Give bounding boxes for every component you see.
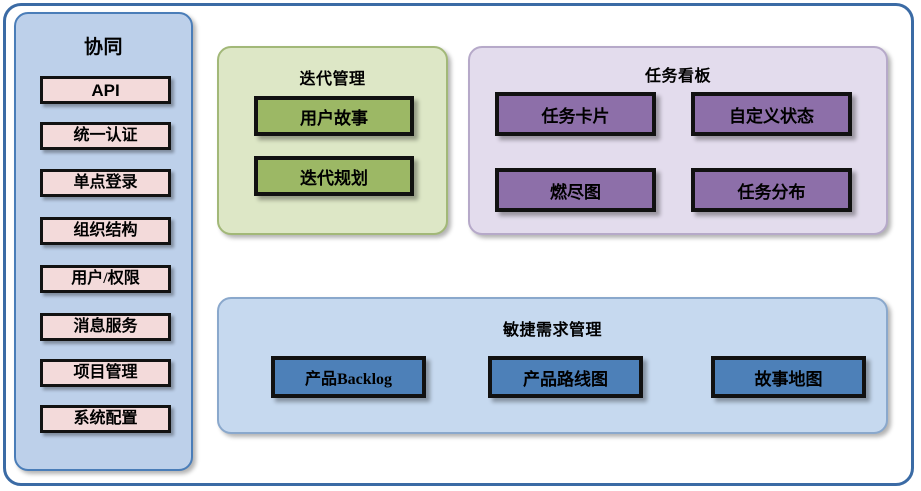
taskboard-item-task-dist[interactable]: 任务分布	[691, 168, 852, 212]
sidebar-panel-collaboration: 协同 API 统一认证 单点登录 组织结构 用户/权限 消息服务 项目管理 系统…	[14, 12, 193, 471]
panel-task-board: 任务看板 任务卡片 自定义状态 燃尽图 任务分布	[468, 46, 888, 235]
outer-frame	[3, 3, 914, 486]
sidebar-item-unified-auth[interactable]: 统一认证	[40, 122, 171, 150]
sidebar-title: 协同	[83, 37, 123, 58]
iteration-item-iteration-plan[interactable]: 迭代规划	[254, 156, 414, 196]
sidebar-item-project-mgmt[interactable]: 项目管理	[40, 359, 171, 387]
panel-agile-requirement-management: 敏捷需求管理 产品Backlog 产品路线图 故事地图	[217, 297, 888, 434]
sidebar-item-sys-config[interactable]: 系统配置	[40, 405, 171, 433]
sidebar-item-user-rights[interactable]: 用户/权限	[40, 265, 171, 293]
panel-iteration-management: 迭代管理 用户故事 迭代规划	[217, 46, 448, 235]
agile-item-product-roadmap[interactable]: 产品路线图	[488, 356, 643, 398]
taskboard-title: 任务看板	[644, 68, 711, 85]
sidebar-item-api[interactable]: API	[40, 76, 171, 104]
sidebar-item-org-structure[interactable]: 组织结构	[40, 217, 171, 245]
taskboard-item-burndown[interactable]: 燃尽图	[495, 168, 656, 212]
taskboard-item-custom-state[interactable]: 自定义状态	[691, 92, 852, 136]
agile-item-story-map[interactable]: 故事地图	[711, 356, 866, 398]
agile-item-product-backlog[interactable]: 产品Backlog	[271, 356, 426, 398]
sidebar-item-sso[interactable]: 单点登录	[40, 169, 171, 197]
iteration-title: 迭代管理	[299, 71, 366, 88]
iteration-item-user-story[interactable]: 用户故事	[254, 96, 414, 136]
sidebar-item-message-svc[interactable]: 消息服务	[40, 313, 171, 341]
taskboard-item-task-card[interactable]: 任务卡片	[495, 92, 656, 136]
agile-title: 敏捷需求管理	[502, 322, 602, 339]
